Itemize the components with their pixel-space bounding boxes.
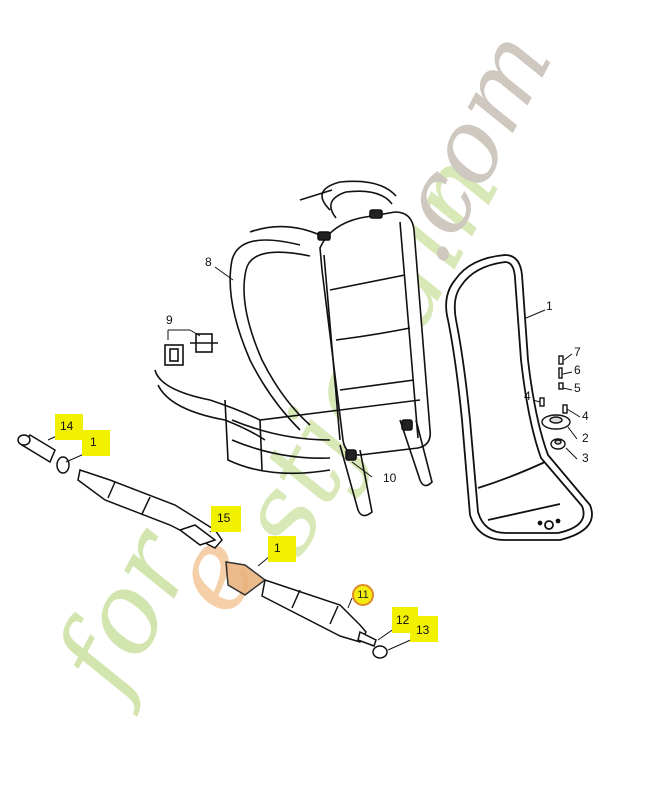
callout-14[interactable]: 14 xyxy=(60,419,74,433)
callout-1[interactable]: 1 xyxy=(546,299,553,313)
callout-14-highlight xyxy=(55,414,83,440)
callout-1c-highlight xyxy=(268,536,296,562)
callout-3[interactable]: 3 xyxy=(582,451,589,465)
callout-4b[interactable]: 4 xyxy=(582,409,589,423)
frame xyxy=(445,254,593,541)
callout-2[interactable]: 2 xyxy=(582,431,589,445)
injector-upper xyxy=(17,434,223,549)
injector-lower xyxy=(225,561,388,659)
callout-5[interactable]: 5 xyxy=(574,381,581,395)
callout-7[interactable]: 7 xyxy=(574,345,581,359)
callout-11[interactable]: 11 xyxy=(352,584,374,606)
callout-13[interactable]: 13 xyxy=(416,623,430,637)
callout-10[interactable]: 10 xyxy=(383,471,397,485)
callout-4a[interactable]: 4 xyxy=(524,389,531,403)
callout-13-highlight xyxy=(410,616,438,642)
callout-1b-highlight xyxy=(82,430,110,456)
backpack-harness xyxy=(154,180,433,517)
hardware xyxy=(539,355,571,450)
callout-1b[interactable]: 1 xyxy=(90,435,97,449)
callout-15[interactable]: 15 xyxy=(217,511,231,525)
callout-15-highlight xyxy=(211,506,241,532)
callout-8[interactable]: 8 xyxy=(205,255,212,269)
callout-9[interactable]: 9 xyxy=(166,313,173,327)
callout-12[interactable]: 12 xyxy=(396,613,410,627)
callout-6[interactable]: 6 xyxy=(574,363,581,377)
callout-1c[interactable]: 1 xyxy=(274,541,281,555)
